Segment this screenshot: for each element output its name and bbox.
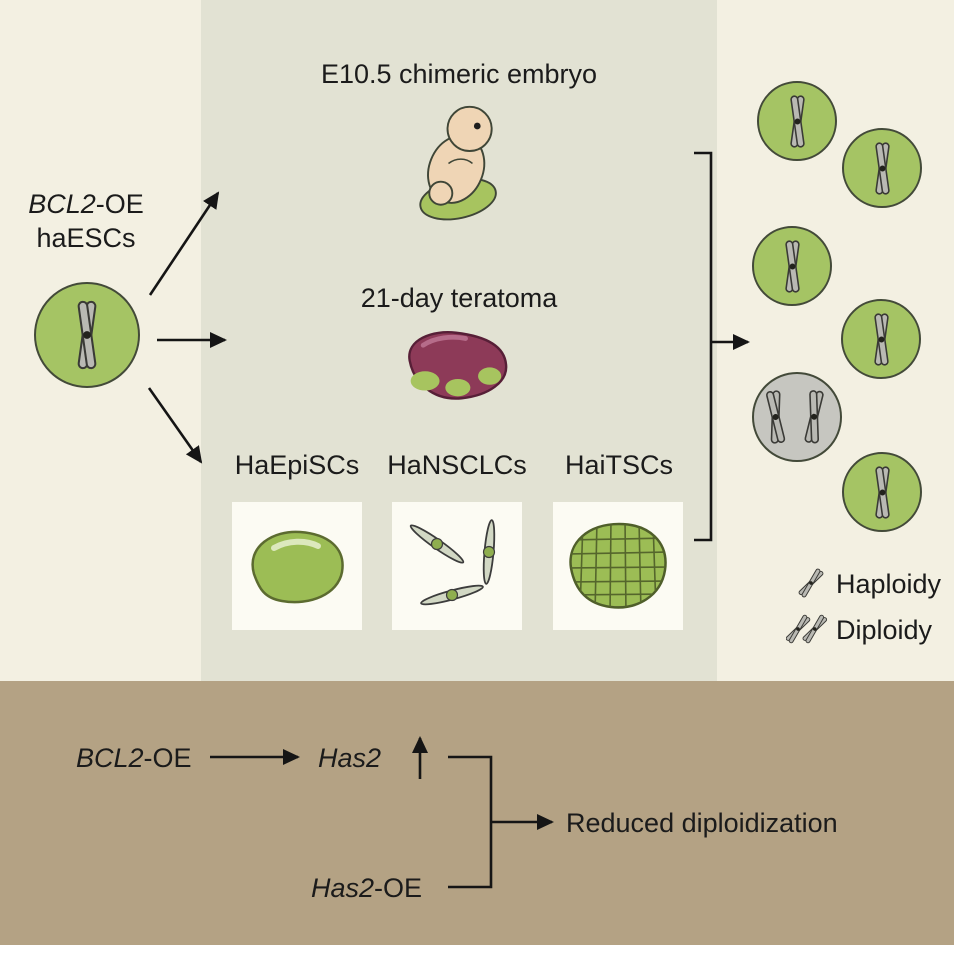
haploid-cell-2 [842, 128, 922, 208]
arrow-to-cell-lines [147, 387, 203, 464]
gene-suffix-oe-pathway: -OE [143, 743, 192, 773]
teratoma-illustration [408, 331, 508, 400]
haitscs-image [553, 502, 683, 630]
itsc-colony-illustration [569, 522, 667, 609]
embryo-eye [473, 122, 481, 130]
hansclcs-image [392, 502, 522, 630]
cell-type-haescs: haESCs [36, 222, 136, 253]
bcl2-oe-label: BCL2-OE [76, 742, 192, 776]
chromosome-icon [784, 239, 800, 293]
haploid-cell-4 [841, 299, 921, 379]
haploid-cell-3 [752, 226, 832, 306]
haploidy-icon [797, 567, 825, 599]
haploid-cell-1 [757, 81, 837, 161]
episc-colony-illustration [251, 530, 344, 604]
chromosome-icon [789, 94, 805, 148]
result-label: Reduced diploidization [566, 808, 838, 838]
has2-oe-label: Has2-OE [311, 872, 422, 906]
bcl2-oe-haescs-label: BCL2-OE haESCs [16, 188, 156, 256]
diploid-cell [752, 372, 842, 462]
haploidy-label: Haploidy [836, 569, 942, 599]
gene-suffix-has2-oe: -OE [374, 873, 423, 903]
haitscs-label: HaiTSCs [564, 450, 674, 480]
embryo-illustration [419, 105, 497, 221]
gene-suffix-oe: -OE [95, 189, 144, 219]
teratoma-label: 21-day teratoma [360, 283, 558, 313]
chromosome-icon [874, 141, 890, 195]
haesc-start-cell [34, 282, 140, 388]
embryo-label: E10.5 chimeric embryo [320, 59, 598, 89]
double-chromosome-icon [764, 389, 824, 445]
hansclcs-label: HaNSCLCs [387, 450, 527, 480]
haepiscs-label: HaEpiSCs [234, 450, 360, 480]
chromosome-icon [77, 300, 97, 370]
diploidy-icon [786, 613, 829, 645]
haepiscs-image [232, 502, 362, 630]
bottom-white-strip [0, 945, 954, 954]
nsclc-cells-illustration [409, 519, 496, 606]
chromosome-icon [874, 465, 890, 519]
gene-name-has2-oe: Has2 [311, 873, 375, 903]
has2-label: Has2 [318, 743, 382, 773]
gene-name-bcl2-pathway: BCL2 [76, 743, 144, 773]
chromosome-icon [873, 312, 889, 366]
haploid-cell-5 [842, 452, 922, 532]
gene-name-bcl2: BCL2 [28, 189, 96, 219]
diploidy-label: Diploidy [836, 615, 933, 645]
